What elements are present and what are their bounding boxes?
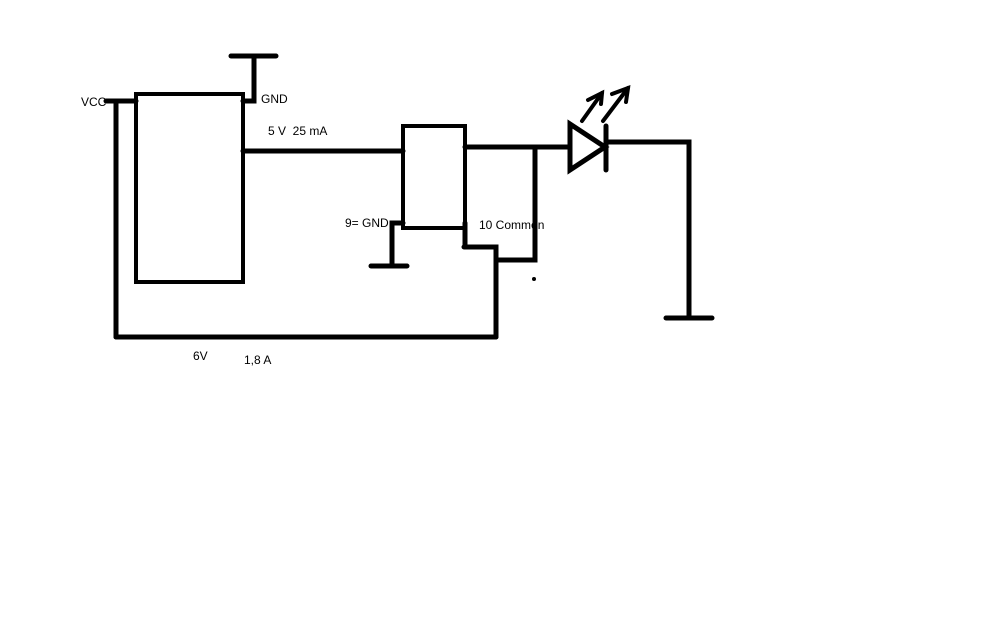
pin9-gnd-wire <box>389 220 406 269</box>
stray-dot <box>532 277 536 281</box>
led-ground-wire <box>603 139 692 321</box>
supply-voltage-label: 6V <box>193 349 208 363</box>
output-label: 5 V 25 mA <box>268 124 327 138</box>
relay-branch-wire <box>495 144 538 263</box>
vcc-label: VCC <box>81 95 107 109</box>
module-gnd-wire <box>240 53 257 104</box>
pin9-label: 9= GND <box>345 216 389 230</box>
led-icon <box>567 84 631 175</box>
gnd-label: GND <box>261 92 288 106</box>
supply-current-label: 1,8 A <box>244 353 271 367</box>
common-feed-wire <box>461 244 499 340</box>
power-module-box <box>134 92 245 284</box>
pin10-label: 10 Common <box>479 218 544 232</box>
relay-box <box>401 124 467 230</box>
